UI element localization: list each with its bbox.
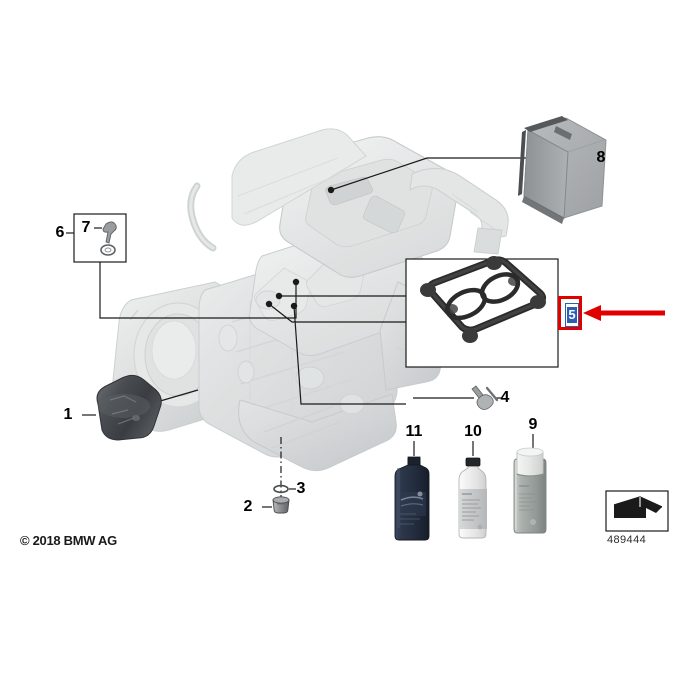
callout-number-8[interactable]: 8 — [596, 149, 606, 166]
callout-number-1[interactable]: 1 — [63, 406, 73, 423]
callout-number-7[interactable]: 7 — [81, 219, 91, 236]
oil-bottle-illustration — [394, 456, 430, 541]
selection-arrow-icon — [583, 305, 665, 321]
drain-plug-illustration — [272, 496, 290, 514]
diagram-id-number: 489444 — [607, 534, 647, 546]
oil-filter-cap-illustration — [82, 374, 162, 441]
bolt-washer-box-group — [66, 213, 127, 263]
screw-illustration — [471, 385, 499, 410]
callout-number-10[interactable]: 10 — [464, 423, 482, 440]
callout-number-6[interactable]: 6 — [55, 224, 65, 241]
callout-number-11[interactable]: 11 — [405, 423, 423, 440]
control-module-illustration — [518, 116, 607, 224]
callout-number-4[interactable]: 4 — [500, 389, 510, 406]
selected-callout-inner-border: 5 — [565, 303, 579, 327]
sealing-ring-illustration — [273, 484, 289, 494]
selected-callout-5-highlight[interactable]: 5 — [558, 296, 582, 330]
callout-number-2[interactable]: 2 — [243, 498, 253, 515]
copyright-notice: © 2018 BMW AG — [20, 533, 117, 548]
selected-callout-label: 5 — [567, 307, 577, 323]
diagram-id-icon-box — [605, 490, 669, 532]
spray-can-illustration — [513, 447, 547, 534]
callout-number-3[interactable]: 3 — [296, 480, 306, 497]
coolant-bottle-illustration — [458, 457, 487, 539]
valve-cover-gasket-group — [405, 256, 559, 368]
callout-number-9[interactable]: 9 — [528, 416, 538, 433]
